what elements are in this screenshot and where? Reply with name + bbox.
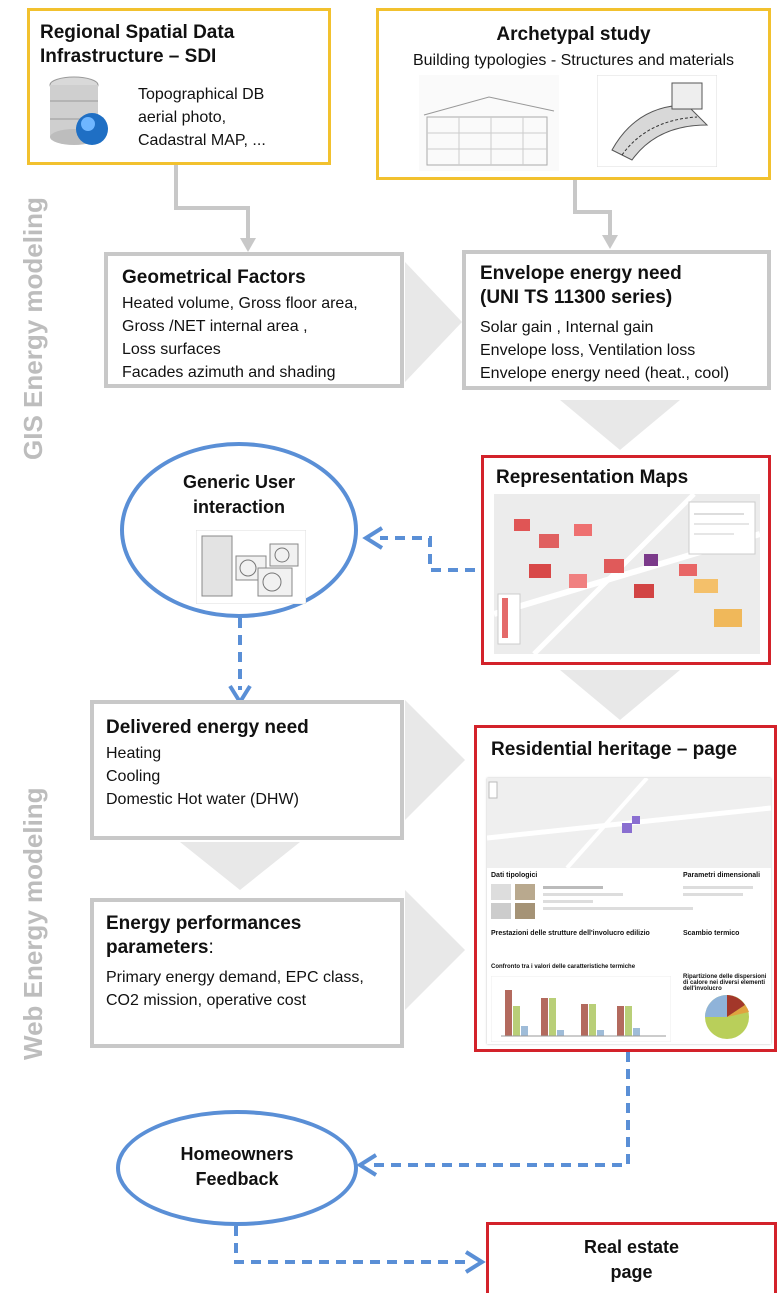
energy-perf-line: CO2 mission, operative cost — [106, 992, 307, 1009]
energy-perf-title-line2: parameters — [106, 937, 209, 958]
dashed-connector-maps-to-user — [380, 536, 492, 572]
section-ripartizione: Ripartizione delle dispersioni di calore… — [683, 974, 767, 992]
sdi-line: Topographical DB — [138, 86, 265, 103]
real-estate-line1: Real estate — [583, 1237, 680, 1257]
thermal-bar-chart — [491, 976, 671, 1042]
building-drawing-image — [419, 75, 559, 171]
sdi-line: aerial photo, — [138, 109, 227, 126]
residential-map-image — [487, 778, 771, 868]
generic-user-line1: Generic User — [182, 472, 296, 492]
delivered-title: Delivered energy need — [106, 717, 309, 738]
3d-map-image — [494, 494, 760, 654]
dashed-connector-feedback-to-realestate — [234, 1226, 470, 1264]
chevron-arrow-energyperf-to-residential — [405, 890, 465, 1010]
web-energy-modeling-label: Web Energy modeling — [18, 787, 48, 1060]
geometrical-line: Facades azimuth and shading — [122, 364, 336, 381]
hvac-units-image — [196, 530, 306, 604]
geometrical-line: Heated volume, Gross floor area, — [122, 295, 358, 312]
energy-performances-box: Energy performances parameters: Primary … — [90, 898, 404, 1048]
geometrical-line: Loss surfaces — [122, 341, 221, 358]
energy-perf-title-line1: Energy performances — [106, 913, 302, 934]
residential-page-screenshot: Dati tipologici Parametri dimensionali P… — [487, 778, 771, 1044]
sdi-title-line1: Regional Spatial Data — [40, 22, 235, 43]
section-parametri-dimensionali: Parametri dimensionali — [683, 872, 761, 879]
delivered-line: Domestic Hot water (DHW) — [106, 791, 299, 808]
archetypal-box: Archetypal study Building typologies - S… — [376, 8, 771, 180]
residential-heritage-box: Residential heritage – page Dati tipolog… — [474, 725, 777, 1052]
archetypal-subtitle: Building typologies - Structures and mat… — [412, 52, 735, 69]
sdi-title-line2: Infrastructure – SDI — [40, 46, 217, 67]
delivered-energy-box: Delivered energy need Heating Cooling Do… — [90, 700, 404, 840]
envelope-title-line2: (UNI TS 11300 series) — [480, 287, 673, 308]
residential-title: Residential heritage – page — [491, 739, 738, 760]
generic-user-line2: interaction — [192, 497, 285, 517]
archetypal-title: Archetypal study — [496, 24, 651, 45]
geometrical-line: Gross /NET internal area , — [122, 318, 308, 335]
real-estate-line2: page — [610, 1262, 653, 1282]
energy-perf-title-colon: : — [208, 937, 214, 958]
geometrical-factors-box: Geometrical Factors Heated volume, Gross… — [104, 252, 404, 388]
representation-title: Representation Maps — [496, 467, 689, 488]
chevron-arrow-geom-to-envelope — [405, 262, 462, 382]
section-prestazioni: Prestazioni delle strutture dell'involuc… — [491, 930, 650, 937]
dashed-connector-residential-to-feedback — [372, 1052, 630, 1167]
connector-archetypal-to-envelope — [573, 180, 612, 237]
database-globe-icon — [49, 76, 108, 145]
homeowners-line1: Homeowners — [180, 1144, 294, 1164]
typology-thumbnails — [491, 884, 535, 919]
homeowners-feedback-node: Homeowners Feedback — [116, 1110, 358, 1226]
geometrical-title: Geometrical Factors — [122, 267, 306, 288]
envelope-line: Envelope loss, Ventilation loss — [480, 342, 696, 359]
heat-loss-pie-chart — [705, 995, 749, 1039]
section-scambio-termico: Scambio termico — [683, 930, 740, 937]
chevron-arrow-envelope-down — [560, 400, 680, 450]
connector-sdi-to-geometrical — [174, 165, 250, 240]
gis-energy-modeling-label: GIS Energy modeling — [18, 197, 48, 460]
chevron-arrow-delivered-to-residential — [405, 700, 465, 820]
delivered-line: Heating — [106, 745, 162, 762]
energy-perf-line: Primary energy demand, EPC class, — [106, 969, 364, 986]
envelope-title-line1: Envelope energy need — [480, 263, 682, 284]
envelope-line: Envelope energy need (heat., cool) — [480, 365, 730, 382]
chevron-arrow-representation-down — [560, 670, 680, 720]
wall-structure-image — [597, 75, 717, 167]
sdi-line: Cadastral MAP, ... — [138, 132, 266, 149]
section-confronto: Confronto tra i valori delle caratterist… — [491, 964, 636, 970]
representation-maps-box: Representation Maps — [481, 455, 771, 665]
envelope-energy-box: Envelope energy need (UNI TS 11300 serie… — [462, 250, 771, 390]
delivered-line: Cooling — [106, 768, 161, 785]
section-dati-tipologici: Dati tipologici — [491, 872, 538, 879]
sdi-box: Regional Spatial Data Infrastructure – S… — [27, 8, 331, 165]
typology-text-lines — [543, 886, 753, 910]
generic-user-interaction-node: Generic User interaction — [120, 442, 358, 618]
envelope-line: Solar gain , Internal gain — [480, 319, 654, 336]
homeowners-line2: Feedback — [195, 1169, 279, 1189]
chevron-arrow-delivered-down — [180, 842, 300, 890]
real-estate-box: Real estate page — [486, 1222, 777, 1293]
